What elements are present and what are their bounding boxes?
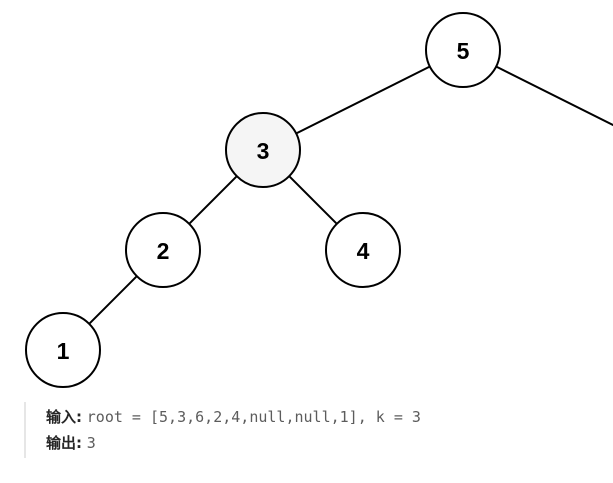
tree-node-5: 5 xyxy=(425,12,501,88)
node-circle xyxy=(125,212,201,288)
node-label: 3 xyxy=(257,138,270,164)
node-circle xyxy=(425,12,501,88)
output-label: 输出: xyxy=(46,434,82,452)
example-input-line: 输入: root = [5,3,6,2,4,null,null,1], k = … xyxy=(46,406,584,428)
tree-node-4: 4 xyxy=(325,212,401,288)
edge-n5-n6 xyxy=(495,65,613,127)
node-label: 4 xyxy=(357,238,370,264)
input-label: 输入: xyxy=(46,408,82,426)
node-label: 5 xyxy=(457,38,470,64)
edge-n2-n1 xyxy=(88,275,138,325)
tree-edges xyxy=(88,65,613,325)
edge-n3-n2 xyxy=(188,175,238,225)
input-value: root = [5,3,6,2,4,null,null,1], k = 3 xyxy=(86,408,421,426)
edge-n3-n4 xyxy=(288,175,338,225)
example-block: 输入: root = [5,3,6,2,4,null,null,1], k = … xyxy=(24,402,584,458)
node-circle xyxy=(225,112,301,188)
bst-diagram: 536241 xyxy=(25,12,613,388)
node-label: 1 xyxy=(57,338,70,364)
tree-nodes: 536241 xyxy=(25,12,501,388)
example-output-line: 输出: 3 xyxy=(46,432,584,454)
node-circle xyxy=(325,212,401,288)
tree-node-3: 3 xyxy=(225,112,301,188)
node-circle xyxy=(25,312,101,388)
tree-node-2: 2 xyxy=(125,212,201,288)
edge-n5-n3 xyxy=(295,65,431,135)
node-label: 2 xyxy=(157,238,170,264)
tree-node-1: 1 xyxy=(25,312,101,388)
output-value: 3 xyxy=(86,434,96,452)
